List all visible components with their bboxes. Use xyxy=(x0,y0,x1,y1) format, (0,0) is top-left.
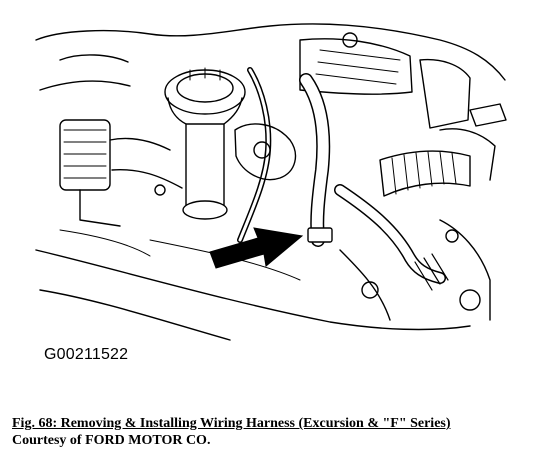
figure-caption: Fig. 68: Removing & Installing Wiring Ha… xyxy=(12,416,451,431)
figure-id-label: G00211522 xyxy=(44,346,129,363)
pointer-arrow-icon xyxy=(209,227,304,269)
figure-credit: Courtesy of FORD MOTOR CO. xyxy=(12,433,211,448)
figure-illustration xyxy=(35,23,507,341)
engine-drawing xyxy=(35,23,507,341)
